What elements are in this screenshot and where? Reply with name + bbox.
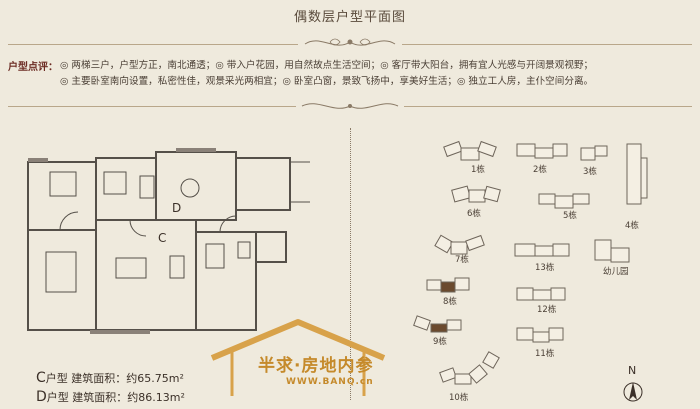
building-7 <box>434 234 485 255</box>
area-summary: C户型 建筑面积：约65.75m² D户型 建筑面积：约86.13m² <box>36 369 185 407</box>
watermark-url: WWW.BANQ.cn <box>286 377 374 387</box>
kindergarten-label: 幼儿园 <box>603 266 629 277</box>
review-line: ◎ 两梯三户，户型方正，南北通透；◎ 带入户花园，用自然故点生活空间；◎ 客厅带… <box>60 60 594 71</box>
building-label: 12栋 <box>537 304 557 315</box>
area-row-d: D户型 建筑面积：约86.13m² <box>36 388 185 407</box>
building-11 <box>516 327 564 343</box>
building-label: 6栋 <box>467 208 481 219</box>
unit-code: C <box>36 370 46 386</box>
area-row-c: C户型 建筑面积：约65.75m² <box>36 369 185 388</box>
unit-label-c: C <box>158 231 166 245</box>
kindergarten <box>594 239 630 263</box>
area-label: 建筑面积： <box>72 391 128 404</box>
unit-suffix: 户型 <box>45 372 68 385</box>
building-3 <box>580 145 608 161</box>
unit-code: D <box>36 389 47 405</box>
north-compass-icon: N <box>623 364 643 402</box>
building-label: 4栋 <box>625 220 639 231</box>
building-12 <box>516 287 566 301</box>
floor-plan: D C <box>27 148 310 334</box>
ornament-top <box>304 38 396 46</box>
building-label: 2栋 <box>533 164 547 175</box>
building-6 <box>451 185 501 203</box>
area-value: 约86.13m² <box>127 391 185 404</box>
building-1 <box>443 140 497 161</box>
site-plan: 1栋 2栋 3栋 4栋 5栋 6栋 7栋 8栋 9栋 10栋 11栋 12栋 1… <box>413 140 648 403</box>
area-value: 约65.75m² <box>126 372 184 385</box>
vertical-divider <box>350 128 351 400</box>
review-label: 户型点评： <box>8 62 58 73</box>
building-9 <box>413 315 462 333</box>
building-label: 5栋 <box>563 210 577 221</box>
watermark-text: 半求·房地内参 <box>258 356 374 376</box>
building-8 <box>426 277 470 293</box>
divider-mid-left <box>8 106 296 107</box>
page-title: 偶数层户型平面图 <box>293 10 406 25</box>
unit-label-d: D <box>172 201 181 215</box>
unit-suffix: 户型 <box>46 391 69 404</box>
area-label: 建筑面积： <box>71 372 127 385</box>
building-label: 11栋 <box>535 348 555 359</box>
watermark-roof-logo <box>210 319 386 396</box>
north-label: N <box>628 364 636 377</box>
ornament-middle <box>301 103 399 109</box>
building-2 <box>516 143 568 159</box>
divider-top-left <box>8 44 298 45</box>
building-label: 13栋 <box>535 262 555 273</box>
review-line: ◎ 主要卧室南向设置，私密性佳，观景采光两相宜；◎ 卧室凸窗，景致飞扬中，享美好… <box>60 76 594 87</box>
building-10 <box>439 351 500 385</box>
building-5 <box>538 193 590 209</box>
divider-mid-right <box>404 106 692 107</box>
building-label: 10栋 <box>449 392 469 403</box>
building-label: 1栋 <box>471 164 485 175</box>
building-label: 8栋 <box>443 296 457 307</box>
building-label: 7栋 <box>455 254 469 265</box>
review-text: ◎ 两梯三户，户型方正，南北通透；◎ 带入户花园，用自然故点生活空间；◎ 客厅带… <box>60 58 696 90</box>
building-label: 9栋 <box>433 336 447 347</box>
divider-top-right <box>402 44 692 45</box>
building-13 <box>514 243 570 257</box>
building-4 <box>626 143 648 205</box>
building-label: 3栋 <box>583 166 597 177</box>
